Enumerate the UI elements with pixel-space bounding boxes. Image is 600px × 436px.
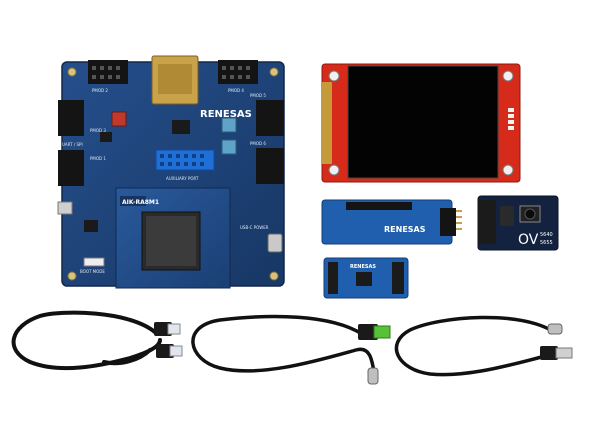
pmod-header-6 <box>256 148 284 184</box>
usb-a-plug-right <box>540 346 573 360</box>
camera-sub: 5655 <box>540 240 553 246</box>
camera-module: OV 5640 5655 <box>477 195 559 251</box>
pmod-header-5 <box>256 100 284 136</box>
board-brand: RENESAS <box>200 109 252 120</box>
board-label-9: BOOT MODE <box>80 269 105 274</box>
pmod-header-3 <box>58 100 84 136</box>
usb-c-port <box>267 233 283 253</box>
usb-c-cable <box>394 315 556 377</box>
camera-model: 5640 <box>540 232 553 238</box>
main-dev-board: RENESAS AIK-RA8M1 PMOD 2 PMOD 4 PMOD 3 P… <box>57 55 285 289</box>
rj45-plug-bottom <box>156 344 183 358</box>
usb-c-plug-right <box>547 323 563 335</box>
board-label-8: USB-C POWER <box>240 225 269 230</box>
adapter-brand: RENESAS <box>384 225 426 234</box>
user-button-2 <box>221 139 237 155</box>
usb-a-plug-green <box>358 324 391 340</box>
small-pmod-board: RENESAS <box>323 257 409 299</box>
board-label-4: PMOD 6 <box>250 141 266 146</box>
board-label-5: PMOD 1 <box>90 156 106 161</box>
ethernet-cable <box>11 310 162 371</box>
micro-usb-port <box>57 201 73 215</box>
pmod-header-4 <box>218 60 258 84</box>
board-label-7: AUXILIARY PORT <box>166 176 199 181</box>
board-label-2: PMOD 3 <box>90 128 106 133</box>
usb-c-plug-middle <box>367 367 379 385</box>
mcu-module <box>115 187 231 289</box>
board-label-6: UART / SPI <box>62 142 83 147</box>
display-screen <box>347 65 499 179</box>
boot-mode-switch <box>83 257 105 267</box>
pmod-header-1 <box>58 150 84 186</box>
board-label-1: PMOD 4 <box>228 88 244 93</box>
auxiliary-header <box>155 149 215 171</box>
board-module-name: AIK-RA8M1 <box>122 199 159 206</box>
rj45-plug-top <box>154 322 181 336</box>
display-pin-strip <box>322 82 332 164</box>
camera-logo: OV <box>518 232 539 248</box>
board-label-3: PMOD 5 <box>250 93 266 98</box>
board-label-0: PMOD 2 <box>92 88 108 93</box>
user-button-1 <box>221 117 237 133</box>
reset-button <box>111 111 127 127</box>
adapter-board: RENESAS <box>321 199 462 245</box>
usb-a-cable <box>191 314 376 374</box>
small-board-brand: RENESAS <box>350 264 376 270</box>
pmod-header-2 <box>88 60 128 84</box>
tft-display-module <box>321 63 521 183</box>
